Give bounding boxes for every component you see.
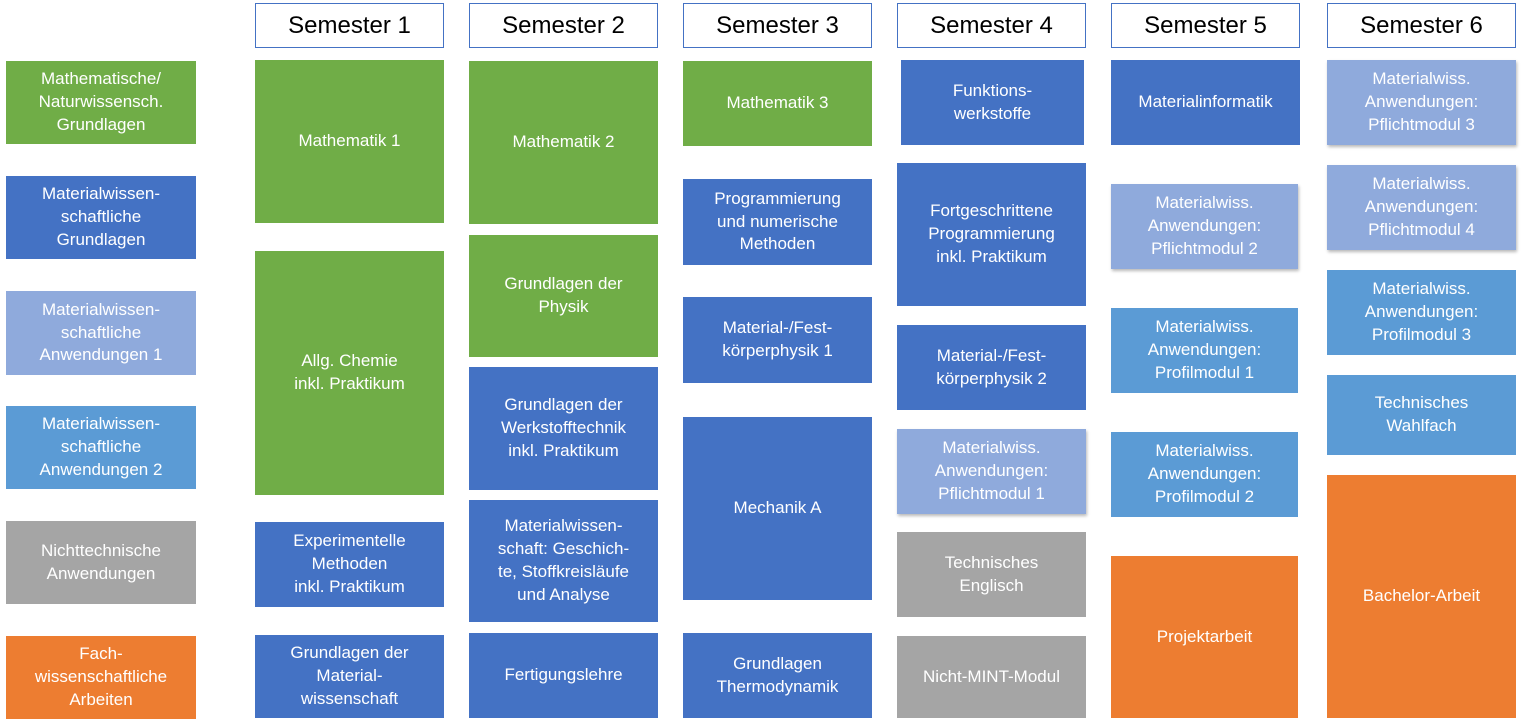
legend-item: Materialwissen- schaftliche Grundlagen: [6, 176, 196, 259]
module-box: Grundlagen der Material- wissenschaft: [255, 635, 444, 718]
legend-item: Nichttechnische Anwendungen: [6, 521, 196, 604]
module-box: Nicht-MINT-Modul: [897, 636, 1086, 718]
module-box: Projektarbeit: [1111, 556, 1298, 718]
module-box: Material-/Fest- körperphysik 1: [683, 297, 872, 383]
semester-4-header: Semester 4: [897, 3, 1086, 48]
module-box: Materialwiss. Anwendungen: Profilmodul 1: [1111, 308, 1298, 393]
module-box: Allg. Chemie inkl. Praktikum: [255, 251, 444, 495]
module-box: Materialinformatik: [1111, 60, 1300, 145]
semester-3-header: Semester 3: [683, 3, 872, 48]
legend-item: Mathematische/ Naturwissensch. Grundlage…: [6, 61, 196, 144]
module-box: Materialwiss. Anwendungen: Profilmodul 2: [1111, 432, 1298, 517]
module-box: Grundlagen Thermodynamik: [683, 633, 872, 718]
semester-1-header: Semester 1: [255, 3, 444, 48]
semester-2-header: Semester 2: [469, 3, 658, 48]
module-box: Experimentelle Methoden inkl. Praktikum: [255, 522, 444, 607]
legend-item: Materialwissen- schaftliche Anwendungen …: [6, 406, 196, 489]
module-box: Bachelor-Arbeit: [1327, 475, 1516, 718]
module-box: Materialwiss. Anwendungen: Pflichtmodul …: [897, 429, 1086, 514]
module-box: Funktions- werkstoffe: [901, 60, 1084, 145]
module-box: Materialwiss. Anwendungen: Pflichtmodul …: [1111, 184, 1298, 269]
module-box: Technisches Englisch: [897, 532, 1086, 617]
module-box: Material-/Fest- körperphysik 2: [897, 325, 1086, 410]
module-box: Materialwissen- schaft: Geschich- te, St…: [469, 500, 658, 622]
module-box: Mathematik 3: [683, 61, 872, 146]
module-box: Materialwiss. Anwendungen: Pflichtmodul …: [1327, 165, 1516, 250]
module-box: Programmierung und numerische Methoden: [683, 179, 872, 265]
semester-5-header: Semester 5: [1111, 3, 1300, 48]
module-box: Grundlagen der Physik: [469, 235, 658, 357]
module-box: Fertigungslehre: [469, 633, 658, 718]
module-box: Materialwiss. Anwendungen: Profilmodul 3: [1327, 270, 1516, 355]
module-box: Fortgeschrittene Programmierung inkl. Pr…: [897, 163, 1086, 306]
module-box: Mathematik 2: [469, 61, 658, 224]
module-box: Mathematik 1: [255, 60, 444, 223]
semester-6-header: Semester 6: [1327, 3, 1516, 48]
legend-item: Fach- wissenschaftliche Arbeiten: [6, 636, 196, 719]
module-box: Technisches Wahlfach: [1327, 375, 1516, 455]
legend-item: Materialwissen- schaftliche Anwendungen …: [6, 291, 196, 375]
module-box: Grundlagen der Werkstofftechnik inkl. Pr…: [469, 367, 658, 490]
module-box: Mechanik A: [683, 417, 872, 600]
module-box: Materialwiss. Anwendungen: Pflichtmodul …: [1327, 60, 1516, 145]
